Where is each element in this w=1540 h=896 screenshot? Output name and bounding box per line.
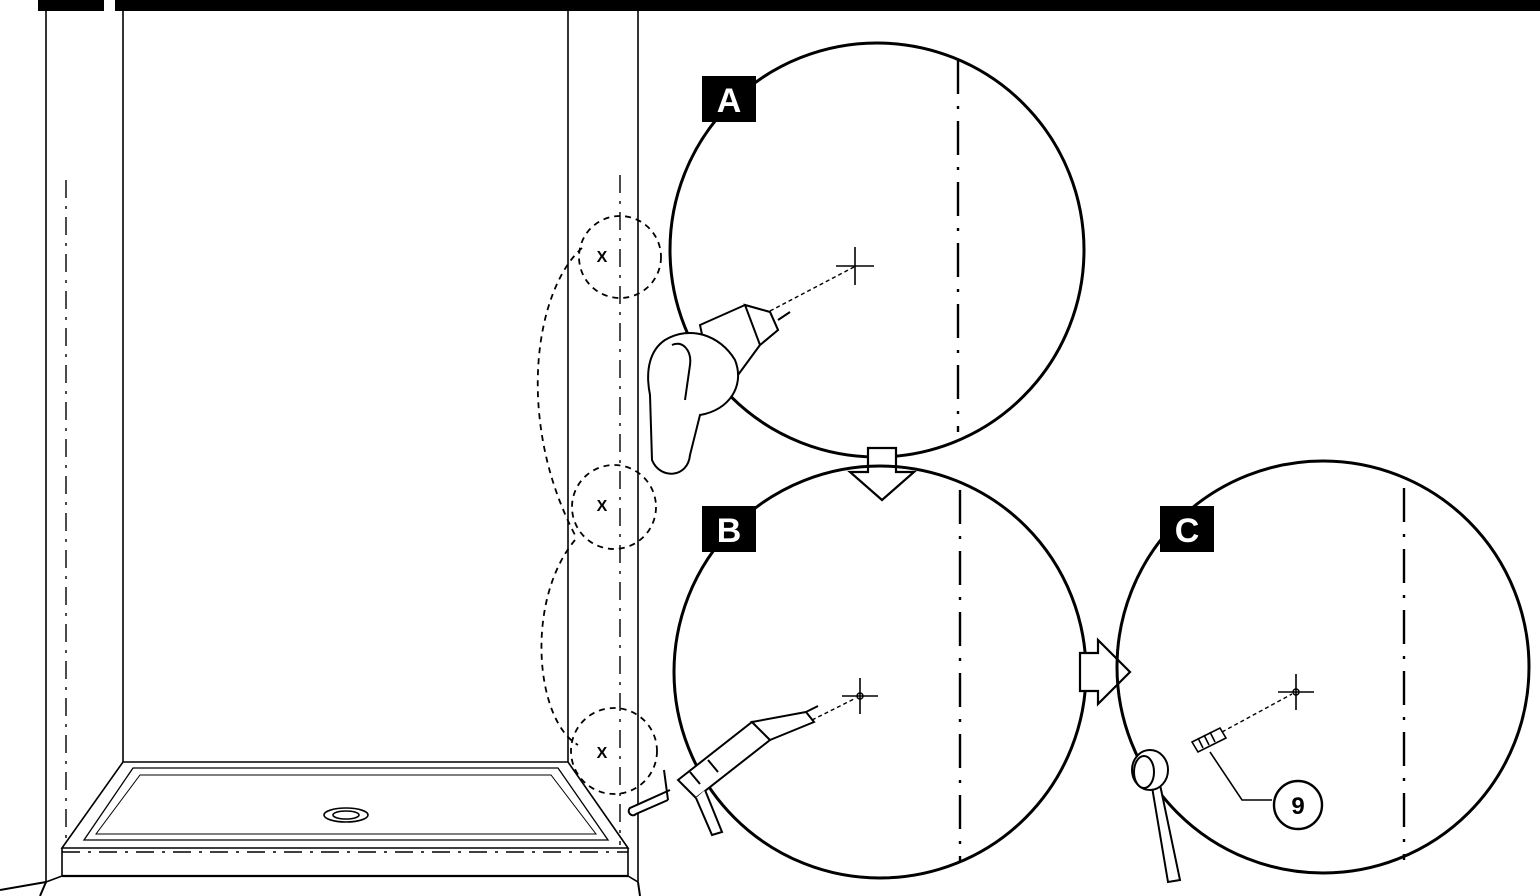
label-c-box bbox=[1160, 506, 1214, 552]
mark-circle-bottom bbox=[570, 707, 658, 795]
mallet-icon bbox=[1131, 749, 1182, 884]
callout-circle bbox=[1272, 779, 1324, 831]
top-bar-left bbox=[38, 0, 104, 11]
top-bar-main bbox=[115, 0, 1540, 11]
step-label-b: B bbox=[717, 512, 742, 550]
arrow-down-icon bbox=[847, 446, 917, 502]
dashed-loop-upper bbox=[536, 247, 583, 536]
x-mark-middle: X bbox=[597, 498, 608, 515]
label-a-box bbox=[702, 76, 756, 122]
drain bbox=[323, 807, 369, 823]
shower-enclosure bbox=[0, 11, 662, 896]
x-mark-bottom: X bbox=[597, 745, 608, 762]
mark-circle-top bbox=[578, 215, 662, 299]
mark-circle-middle bbox=[571, 464, 657, 550]
arrow-right-icon bbox=[1078, 637, 1132, 707]
detail-b bbox=[627, 464, 1088, 880]
shower-base bbox=[0, 761, 641, 896]
label-b-box bbox=[702, 506, 756, 552]
x-mark-top: X bbox=[597, 249, 608, 266]
detail-c-circle bbox=[1115, 459, 1531, 875]
wall-anchor-icon bbox=[1190, 726, 1228, 754]
callout-number: 9 bbox=[1291, 793, 1304, 820]
detail-a bbox=[647, 41, 1086, 475]
callout-leader-line bbox=[1209, 751, 1272, 801]
drill-icon bbox=[647, 303, 791, 475]
step-label-a: A bbox=[717, 82, 742, 120]
caulking-gun-icon bbox=[627, 705, 819, 837]
dashed-loop-lower bbox=[540, 539, 579, 746]
step-label-c: C bbox=[1175, 512, 1200, 550]
detail-c bbox=[1115, 459, 1531, 884]
